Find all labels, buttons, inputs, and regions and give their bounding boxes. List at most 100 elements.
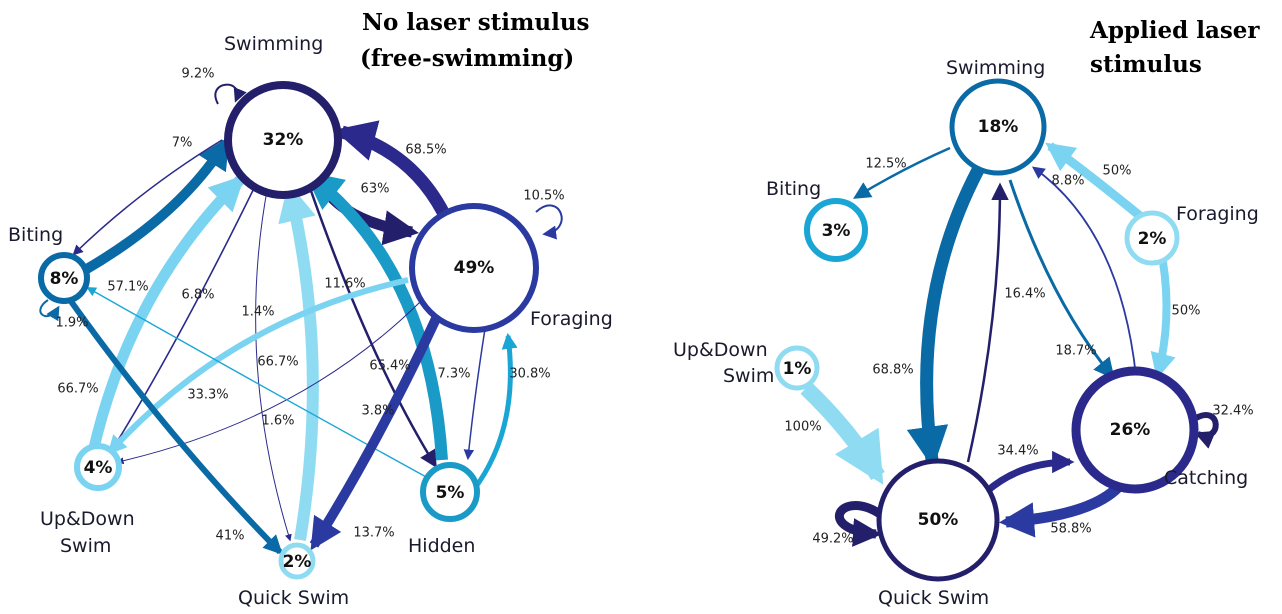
- node-hidden: [420, 462, 480, 522]
- edge-r-label-sw-ca: 18.7%: [1055, 344, 1096, 359]
- edge-hidden-to-foraging: [470, 332, 518, 494]
- edge-r-swimming-to-catching: [1008, 179, 1115, 380]
- node-r-quick-label: Quick Swim: [878, 587, 989, 609]
- edge-label-sw-self: 9.2%: [181, 67, 214, 82]
- right-diagram: 18% 3% 2% 1% 26% 50% Swimming Biting For…: [673, 17, 1260, 609]
- node-updown-label-1: Up&Down: [40, 508, 135, 530]
- edge-r-catching-to-swimming: [1031, 166, 1137, 377]
- left-title-line2: (free-swimming): [360, 45, 574, 72]
- node-r-foraging-label: Foraging: [1176, 203, 1259, 225]
- node-r-foraging-pct: 2%: [1138, 229, 1167, 249]
- edge-label-fo-ud2: 1.6%: [261, 414, 294, 429]
- edge-label-qs-sw: 66.7%: [257, 355, 298, 370]
- edge-label-sw-ud: 6.8%: [181, 288, 214, 303]
- edge-swimming-to-updown: [110, 179, 259, 452]
- node-foraging-label: Foraging: [530, 308, 613, 330]
- edge-r-quick-to-swimming: [966, 182, 1009, 463]
- loop-biting-self: [39, 299, 60, 322]
- node-updown-label-2: Swim: [60, 535, 111, 557]
- left-diagram: 32% 49% 8% 4% 2% 5% Swimming Foraging Bi…: [8, 9, 613, 609]
- edge-r-label-qs-ca: 34.4%: [997, 444, 1038, 459]
- edge-r-swimming-to-quick: [906, 166, 984, 469]
- node-r-swimming-label: Swimming: [946, 57, 1045, 79]
- edge-r-updown-to-quick: [800, 382, 885, 485]
- edge-swimming-to-quick: [255, 184, 292, 542]
- edge-r-swimming-to-biting: [853, 146, 951, 199]
- loop-r-quick-self: [835, 501, 883, 547]
- node-r-updown-label-2: Swim: [723, 365, 774, 387]
- node-quick-pct: 2%: [283, 552, 312, 572]
- edge-foraging-to-updown: [107, 277, 409, 455]
- node-r-swimming: [949, 78, 1047, 176]
- edge-r-label-qs-self: 49.2%: [812, 532, 853, 547]
- edge-r-label-sw-bi: 12.5%: [865, 157, 906, 172]
- edge-label-sw-bi: 7%: [172, 136, 193, 151]
- right-title-line1: Applied laser: [1089, 17, 1260, 44]
- node-r-catching: [1071, 366, 1199, 494]
- edge-swimming-to-hidden: [308, 187, 437, 468]
- edge-r-label-ca-sw: 8.8%: [1051, 174, 1084, 189]
- node-quick-label: Quick Swim: [238, 587, 349, 609]
- edge-label-hi-sw: 65.4%: [369, 359, 410, 374]
- right-title-line2: stimulus: [1090, 51, 1202, 78]
- node-foraging: [409, 203, 539, 333]
- node-biting-label: Biting: [8, 224, 63, 246]
- edge-label-fo-ud: 33.3%: [187, 388, 228, 403]
- edge-label-hi-bi: 3.8%: [361, 404, 394, 419]
- edge-label-ud-sw: 66.7%: [57, 382, 98, 397]
- node-r-swimming-pct: 18%: [978, 117, 1019, 137]
- edge-hidden-to-biting: [86, 287, 429, 479]
- node-r-biting-label: Biting: [766, 178, 821, 200]
- edge-label-bi-sw: 57.1%: [107, 280, 148, 295]
- node-biting: [38, 252, 90, 304]
- edge-foraging-to-swimming: [333, 120, 449, 216]
- node-swimming-pct: 32%: [263, 130, 304, 150]
- edge-label-sw-qs: 1.4%: [241, 305, 274, 320]
- edge-biting-to-swimming: [82, 136, 231, 275]
- node-r-updown-label-1: Up&Down: [673, 339, 768, 361]
- node-r-foraging: [1124, 210, 1180, 266]
- edge-r-foraging-to-swimming: [1045, 142, 1143, 220]
- edge-label-fo-hi: 7.3%: [437, 367, 470, 382]
- node-quick: [278, 542, 316, 580]
- edge-swimming-to-biting: [72, 139, 223, 256]
- node-r-quick-pct: 50%: [918, 510, 959, 530]
- node-swimming: [224, 81, 342, 199]
- edge-hidden-to-swimming: [303, 171, 448, 461]
- edge-label-hi-fo: 30.8%: [509, 367, 550, 382]
- edge-r-label-ca-self: 32.4%: [1212, 404, 1253, 419]
- edge-r-foraging-to-catching: [1150, 261, 1176, 379]
- edge-label-sw-fo: 63%: [361, 182, 390, 197]
- edge-foraging-to-quick: [309, 307, 445, 551]
- edge-biting-to-quick: [67, 298, 283, 555]
- edge-r-label-fo-sw: 50%: [1103, 164, 1132, 179]
- node-foraging-pct: 49%: [454, 258, 495, 278]
- loop-r-catching-self: [1194, 412, 1219, 449]
- edge-label-fo-sw: 68.5%: [405, 143, 446, 158]
- node-r-biting-pct: 3%: [822, 221, 851, 241]
- edge-r-label-ud-qs: 100%: [784, 420, 821, 435]
- node-r-catching-pct: 26%: [1110, 420, 1151, 440]
- edge-quick-to-swimming: [278, 182, 319, 541]
- node-r-updown-pct: 1%: [783, 359, 812, 379]
- left-title-line1: No laser stimulus: [362, 9, 590, 36]
- edge-r-label-sw-qs: 68.8%: [872, 363, 913, 378]
- node-hidden-label: Hidden: [408, 535, 475, 557]
- edge-r-label-ca-qs: 58.8%: [1050, 522, 1091, 537]
- edge-r-label-qs-sw: 16.4%: [1004, 287, 1045, 302]
- edge-r-quick-to-catching: [983, 450, 1075, 495]
- node-r-biting: [804, 198, 868, 262]
- loop-foraging-self: [535, 204, 563, 240]
- edge-label-fo-self: 10.5%: [523, 189, 564, 204]
- edge-updown-to-swimming: [87, 175, 245, 454]
- node-updown: [74, 443, 122, 491]
- edge-label-fo-qs: 13.7%: [353, 526, 394, 541]
- node-r-catching-label: Catching: [1164, 467, 1248, 489]
- node-hidden-pct: 5%: [436, 483, 465, 503]
- node-r-quick: [876, 458, 1000, 582]
- node-swimming-label: Swimming: [224, 33, 323, 55]
- edge-label-bi-qs: 41%: [216, 529, 245, 544]
- loop-swimming-self: [214, 83, 247, 105]
- node-updown-pct: 4%: [84, 458, 113, 478]
